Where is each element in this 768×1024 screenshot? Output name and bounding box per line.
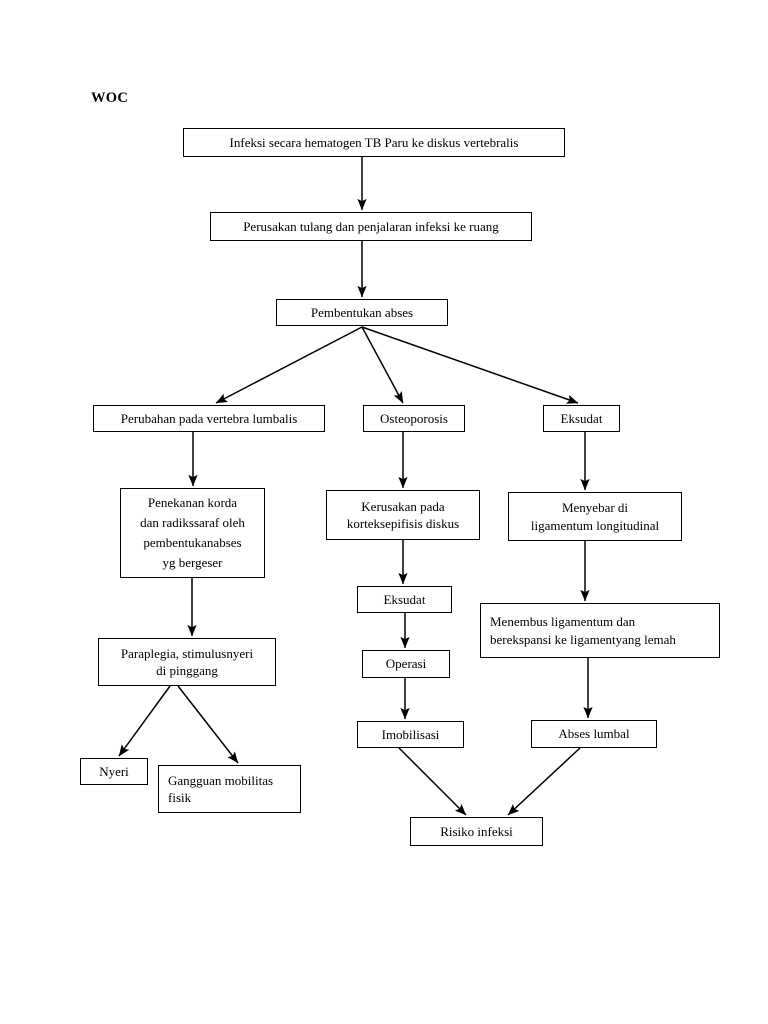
flow-node-n3: Pembentukan abses [276, 299, 448, 326]
flow-node-n6: Eksudat [543, 405, 620, 432]
edge-n3-to-n5 [361, 326, 404, 404]
flow-node-n12: Paraplegia, stimulusnyeri di pinggang [98, 638, 276, 686]
flow-node-n11: Menembus ligamentum dan berekspansi ke l… [480, 603, 720, 658]
edge-n14-to-n18 [398, 747, 467, 816]
flow-node-n16: Nyeri [80, 758, 148, 785]
flow-node-n7: Penekanan korda dan radikssaraf oleh pem… [120, 488, 265, 578]
flow-node-n8: Kerusakan pada korteksepifisis diskus [326, 490, 480, 540]
flow-node-n10: Eksudat [357, 586, 452, 613]
edge-n15-to-n18 [507, 747, 581, 816]
flow-node-n1: Infeksi secara hematogen TB Paru ke disk… [183, 128, 565, 157]
page-title: WOC [91, 90, 129, 106]
edge-n3-to-n4 [215, 326, 363, 404]
flow-node-n14: Imobilisasi [357, 721, 464, 748]
flow-node-n9: Menyebar di ligamentum longitudinal [508, 492, 682, 541]
edge-layer [118, 157, 593, 816]
flow-node-n2: Perusakan tulang dan penjalaran infeksi … [210, 212, 532, 241]
flow-node-n13: Operasi [362, 650, 450, 678]
edge-n12-to-n16 [118, 685, 171, 757]
flow-node-n18: Risiko infeksi [410, 817, 543, 846]
flow-node-n17: Gangguan mobilitas fisik [158, 765, 301, 813]
flow-node-n5: Osteoporosis [363, 405, 465, 432]
flow-node-n15: Abses lumbal [531, 720, 657, 748]
flow-node-n4: Perubahan pada vertebra lumbalis [93, 405, 325, 432]
edge-n3-to-n6 [361, 326, 579, 404]
edge-n12-to-n17 [177, 685, 239, 764]
